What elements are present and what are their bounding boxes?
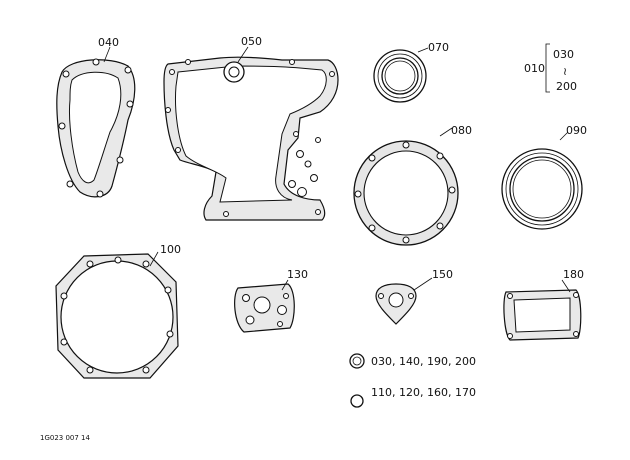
o-ring-symbol [350,394,364,408]
seal-090 [501,148,583,230]
label-180: 180 [563,268,584,281]
kit-range-tilde: ≀ [563,65,567,78]
label-050: 050 [241,35,262,48]
label-090: 090 [566,124,587,137]
gasket-080 [353,140,459,246]
gasket-180 [503,289,582,341]
kit-range-start: 030 [553,48,574,61]
gasket-130 [234,283,295,333]
small-seal-part-list: 030, 140, 190, 200 [371,355,476,368]
gasket-150 [375,283,417,325]
seal-070 [373,49,427,103]
gasket-040 [56,58,136,198]
kit-reference: 010 030 ≀ 200 [524,43,577,93]
small-seal-symbol [349,353,365,369]
gasket-050 [163,56,339,221]
label-100: 100 [160,243,181,256]
label-130: 130 [287,268,308,281]
label-080: 080 [451,124,472,137]
kit-main-number: 010 [524,62,545,75]
label-150: 150 [432,268,453,281]
o-ring-part-list: 110, 120, 160, 170 [371,386,476,399]
kit-range-end: 200 [556,80,577,93]
gasket-100 [55,253,179,379]
label-070: 070 [428,41,449,54]
drawing-code: 1G023 007 14 [40,434,91,442]
label-040: 040 [98,36,119,49]
